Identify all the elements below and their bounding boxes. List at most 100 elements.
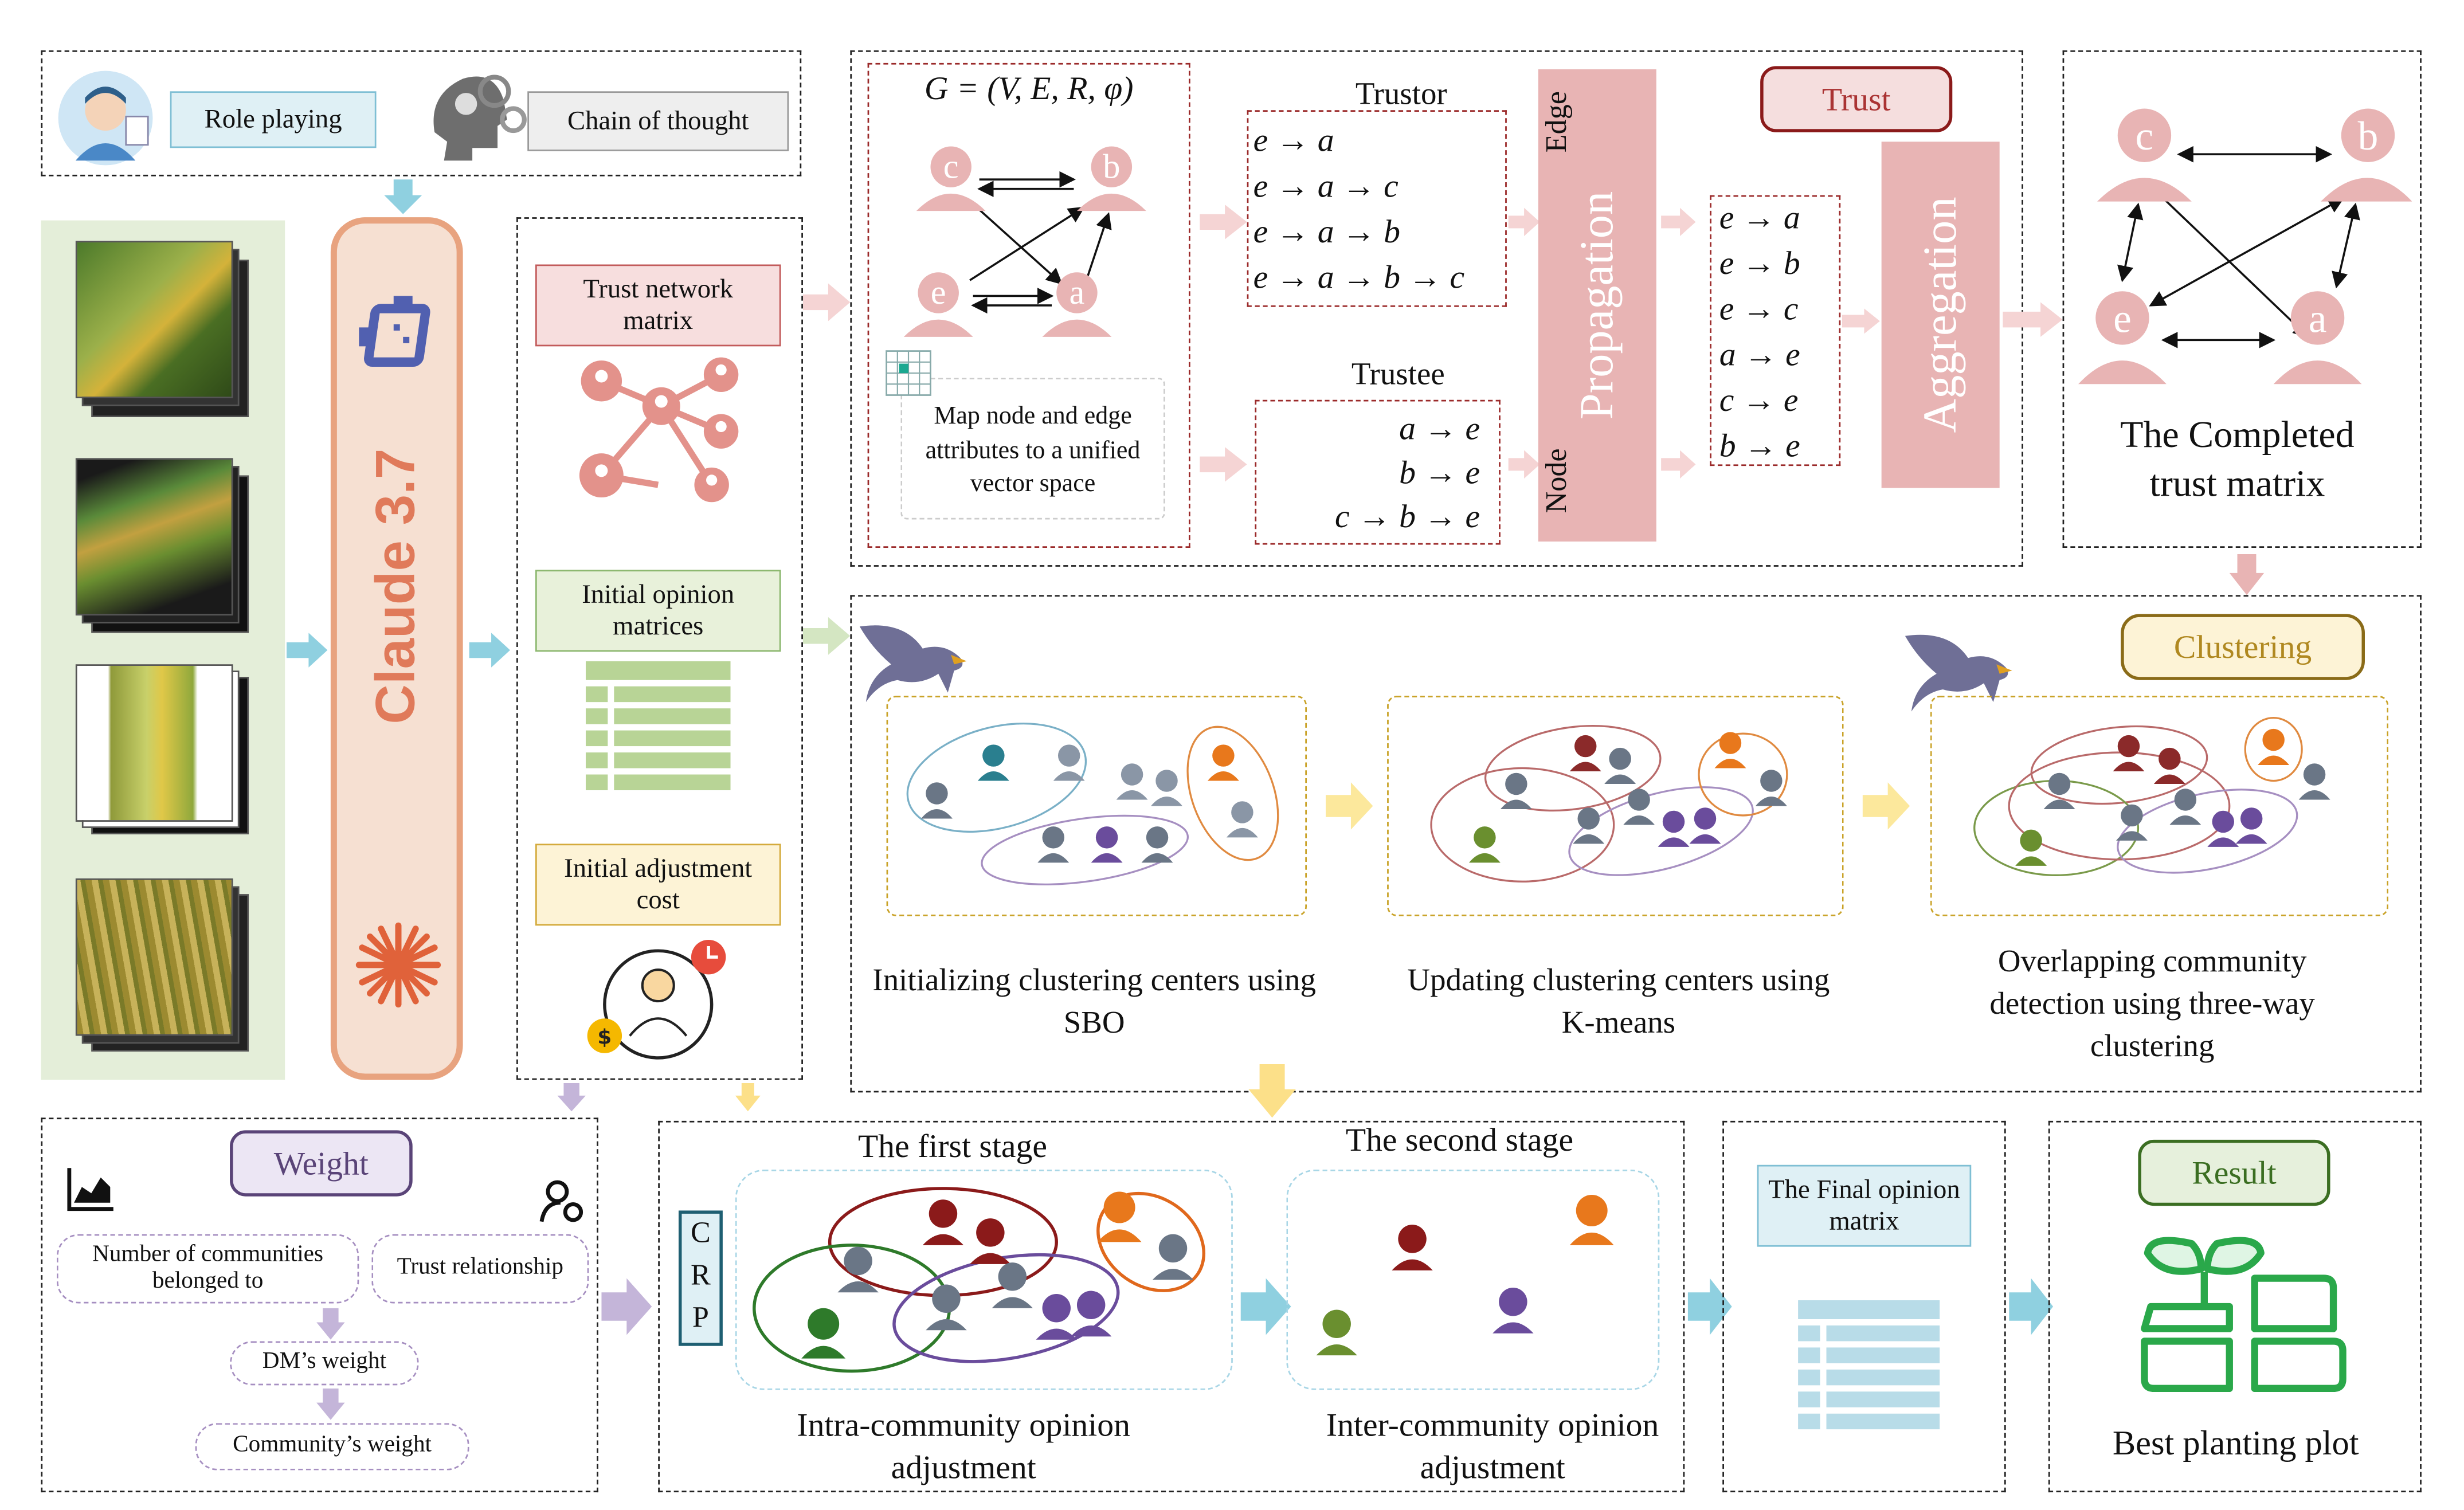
arrow-down-icon: [1248, 1064, 1296, 1118]
arrow-right-icon: [286, 633, 328, 668]
completed-graph: c b e a: [2078, 108, 2412, 385]
role-avatar-icon: [57, 69, 154, 167]
cluster-scene-3: [1973, 716, 2330, 876]
second-stage-scene: [1316, 1194, 1614, 1356]
arrow-right-icon: [1325, 782, 1373, 830]
aggregation-bar: [1881, 142, 2000, 488]
network-icon: [570, 356, 746, 507]
trust-network-label: Trust network matrix: [535, 264, 781, 347]
trustor-title: Trustor: [1355, 77, 1447, 112]
trust-propagation-box: [850, 50, 2023, 567]
aggregated-box: [1710, 195, 1841, 466]
trustee-path: a → e: [1399, 409, 1480, 448]
step3-caption: Overlapping community detection using th…: [1989, 944, 2315, 1064]
graph-node-a: a: [1070, 273, 1085, 312]
trustor-path: e → a → b: [1253, 212, 1400, 250]
trustee-path: c → b → e: [1335, 497, 1480, 535]
dm-weight-box: DM’s weight: [230, 1341, 419, 1386]
arrow-right-icon: [1661, 207, 1696, 237]
crp-letter: C: [690, 1217, 711, 1250]
aggregated-path: c → e: [1719, 381, 1799, 419]
crp-letter: P: [692, 1301, 709, 1335]
trustor-path: e → a: [1253, 121, 1334, 159]
arrow-down-icon: [316, 1388, 345, 1420]
aggregation-label: Aggregation: [1914, 197, 1967, 433]
role-playing-label: Role playing: [170, 91, 377, 148]
trustee-path: b → e: [1399, 453, 1480, 492]
matrix-node-b: b: [2358, 113, 2379, 159]
arrow-right-icon: [1200, 205, 1247, 240]
clustering-label: Clustering: [2121, 614, 2365, 680]
intra-caption: Intra-community opinion adjustment: [797, 1406, 1130, 1487]
leaf-image-4: [75, 878, 233, 1036]
leaf-image-3: [75, 664, 233, 822]
num-communities-box: Number of communities belonged to: [56, 1234, 359, 1304]
planting-plot-icon: [2138, 1225, 2355, 1401]
claude-spark-icon: [352, 919, 444, 1010]
crp-label: C R P: [678, 1210, 723, 1346]
graph-formula: G = (V, E, R, φ): [924, 69, 1134, 107]
leaf-image-2: [75, 458, 233, 616]
arrow-right-icon: [1508, 207, 1540, 237]
arrow-right-icon: [1661, 450, 1696, 479]
llm-robot-icon: [356, 293, 444, 381]
table-icon: [585, 661, 731, 790]
arrow-right-icon: [2009, 1278, 2054, 1335]
graph-box: [867, 62, 1190, 548]
weight-box: [41, 1117, 598, 1493]
arrow-right-icon: [601, 1278, 652, 1335]
trustor-path: e → a → c: [1253, 167, 1399, 205]
arrow-right-icon: [1842, 308, 1880, 334]
clustering-box: [850, 595, 2422, 1093]
bird-icon: [856, 617, 970, 712]
final-matrix-box: [1722, 1120, 2006, 1493]
arrow-right-icon: [802, 283, 851, 321]
arrow-down-icon: [557, 1083, 586, 1112]
arrow-right-icon: [802, 617, 851, 655]
arrow-down-icon: [2229, 554, 2265, 595]
graph-node-b: b: [1103, 147, 1120, 186]
completed-caption: The Completed trust matrix: [2120, 415, 2355, 506]
trustee-title: Trustee: [1351, 357, 1445, 393]
arrow-down-icon: [316, 1308, 345, 1340]
arrow-right-icon: [1687, 1278, 1732, 1335]
cluster-scene-2: [1430, 724, 1788, 883]
final-table-icon: [1798, 1300, 1940, 1430]
trust-label: Trust: [1760, 66, 1953, 132]
final-matrix-label: The Final opinion matrix: [1757, 1164, 1972, 1247]
community-weight-box: Community’s weight: [195, 1423, 469, 1470]
result-label: Result: [2138, 1139, 2330, 1206]
result-box: [2048, 1120, 2422, 1493]
leaf-image-1: [75, 241, 233, 398]
trustee-box: [1255, 399, 1501, 545]
cluster-scene-1: [906, 722, 1279, 885]
arrow-right-icon: [1200, 447, 1247, 482]
first-stage-scene: [753, 1187, 1206, 1373]
step1-caption: Initializing clustering centers using SB…: [872, 963, 1316, 1041]
graph-node-e: e: [931, 273, 946, 312]
aggregated-path: a → e: [1719, 335, 1800, 374]
trustor-box: [1247, 110, 1507, 307]
cluster-panel-1: [886, 696, 1307, 916]
arrow-right-icon: [2003, 302, 2063, 337]
llm-name: Claude 3.7: [365, 448, 427, 724]
brain-gears-icon: [425, 63, 529, 164]
completed-matrix-box: [2062, 50, 2422, 548]
map-note-box: [900, 378, 1165, 520]
grid-icon: [885, 350, 932, 397]
user-relation-icon: [538, 1178, 585, 1225]
aggregated-path: e → a: [1719, 198, 1800, 237]
second-stage-label: The second stage: [1345, 1120, 1574, 1159]
aggregated-paths: e → a e → b e → c a → e c → e b → e: [1719, 195, 1800, 469]
matrix-node-a: a: [2309, 296, 2327, 342]
aggregated-path: e → c: [1719, 289, 1799, 328]
arrow-down-icon: [384, 179, 422, 214]
weight-title: Weight: [230, 1130, 413, 1197]
propagation-label: Propagation: [1571, 191, 1624, 420]
matrix-node-c: c: [2136, 113, 2154, 159]
result-caption: Best planting plot: [2112, 1423, 2359, 1462]
trustee-paths: a → e b → e c → b → e: [1260, 406, 1480, 539]
map-note-text: Map node and edge attributes to a unifie…: [925, 403, 1141, 498]
inputs-box: [516, 217, 803, 1080]
area-chart-icon: [66, 1165, 116, 1212]
